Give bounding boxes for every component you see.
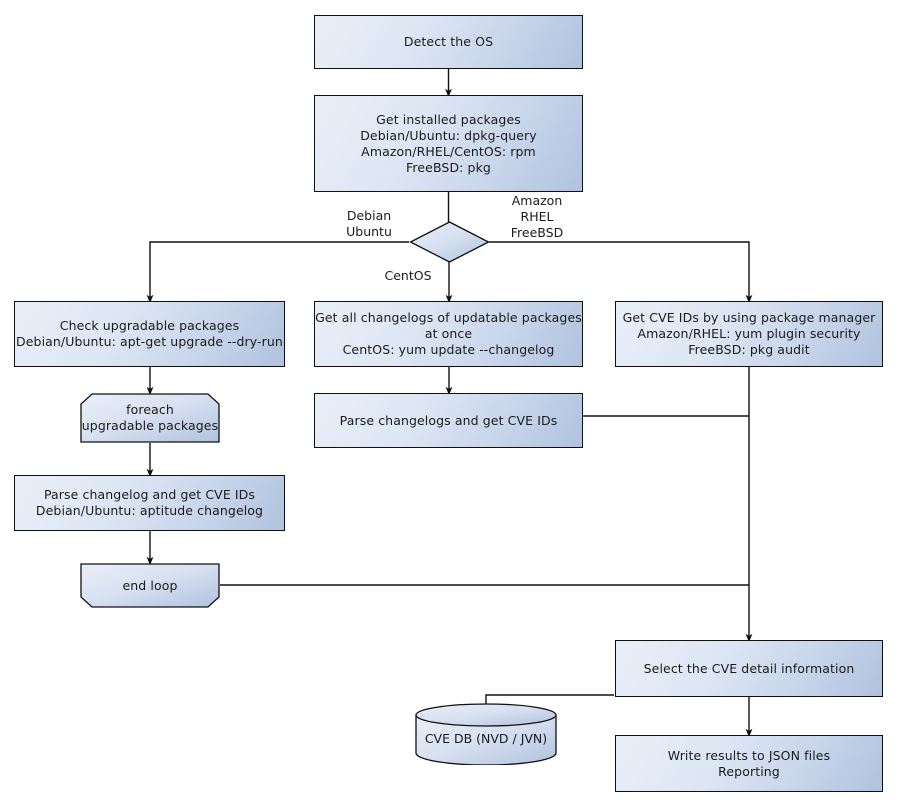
node-parse-changelogs-mid[interactable]: Parse changelogs and get CVE IDs	[314, 393, 583, 448]
node-parse-changelogs-mid-label: Parse changelogs and get CVE IDs	[339, 412, 558, 428]
node-detect-os[interactable]: Detect the OS	[314, 15, 583, 69]
node-cve-db[interactable]: CVE DB (NVD / JVN)	[414, 703, 558, 765]
node-parse-changelog-left[interactable]: Parse changelog and get CVE IDs Debian/U…	[14, 475, 285, 531]
node-get-cve-ids-pkgmgr-label: Get CVE IDs by using package manager Ama…	[622, 310, 876, 357]
node-get-installed-packages[interactable]: Get installed packages Debian/Ubuntu: dp…	[314, 95, 583, 192]
edge-label-centos: CentOS	[384, 268, 432, 283]
diamond-shape	[409, 221, 490, 263]
node-check-upgradable[interactable]: Check upgradable packages Debian/Ubuntu:…	[14, 301, 285, 367]
node-get-all-changelogs[interactable]: Get all changelogs of updatable packages…	[314, 301, 583, 367]
node-cve-db-label: CVE DB (NVD / JVN)	[424, 730, 548, 746]
edge-label-amazon-rhel-freebsd: Amazon RHEL FreeBSD	[510, 193, 564, 240]
node-end-loop-label: end loop	[122, 577, 178, 593]
database-cylinder-shape	[415, 703, 557, 765]
node-end-loop[interactable]: end loop	[80, 563, 220, 608]
edge-decision-left	[146, 241, 409, 304]
node-write-results[interactable]: Write results to JSON files Reporting	[615, 735, 883, 792]
edge-label-debian-ubuntu: Debian Ubuntu	[346, 208, 392, 239]
node-foreach-loop[interactable]: foreach upgradable packages	[80, 393, 220, 443]
node-get-cve-ids-pkgmgr[interactable]: Get CVE IDs by using package manager Ama…	[615, 301, 883, 367]
node-os-decision[interactable]	[409, 221, 490, 263]
loop-start-shape	[80, 393, 220, 443]
node-detect-os-label: Detect the OS	[403, 34, 494, 49]
loop-end-shape	[80, 563, 220, 608]
node-select-cve-detail[interactable]: Select the CVE detail information	[615, 640, 883, 697]
node-write-results-label: Write results to JSON files Reporting	[667, 747, 831, 779]
node-check-upgradable-label: Check upgradable packages Debian/Ubuntu:…	[16, 318, 283, 349]
node-parse-changelog-left-label: Parse changelog and get CVE IDs Debian/U…	[35, 487, 264, 518]
node-select-cve-detail-label: Select the CVE detail information	[643, 660, 855, 676]
node-foreach-loop-label: foreach upgradable packages	[81, 402, 219, 433]
node-get-installed-packages-label: Get installed packages Debian/Ubuntu: dp…	[360, 111, 537, 175]
node-get-all-changelogs-label: Get all changelogs of updatable packages…	[315, 310, 582, 357]
edge-decision-right	[489, 241, 753, 304]
